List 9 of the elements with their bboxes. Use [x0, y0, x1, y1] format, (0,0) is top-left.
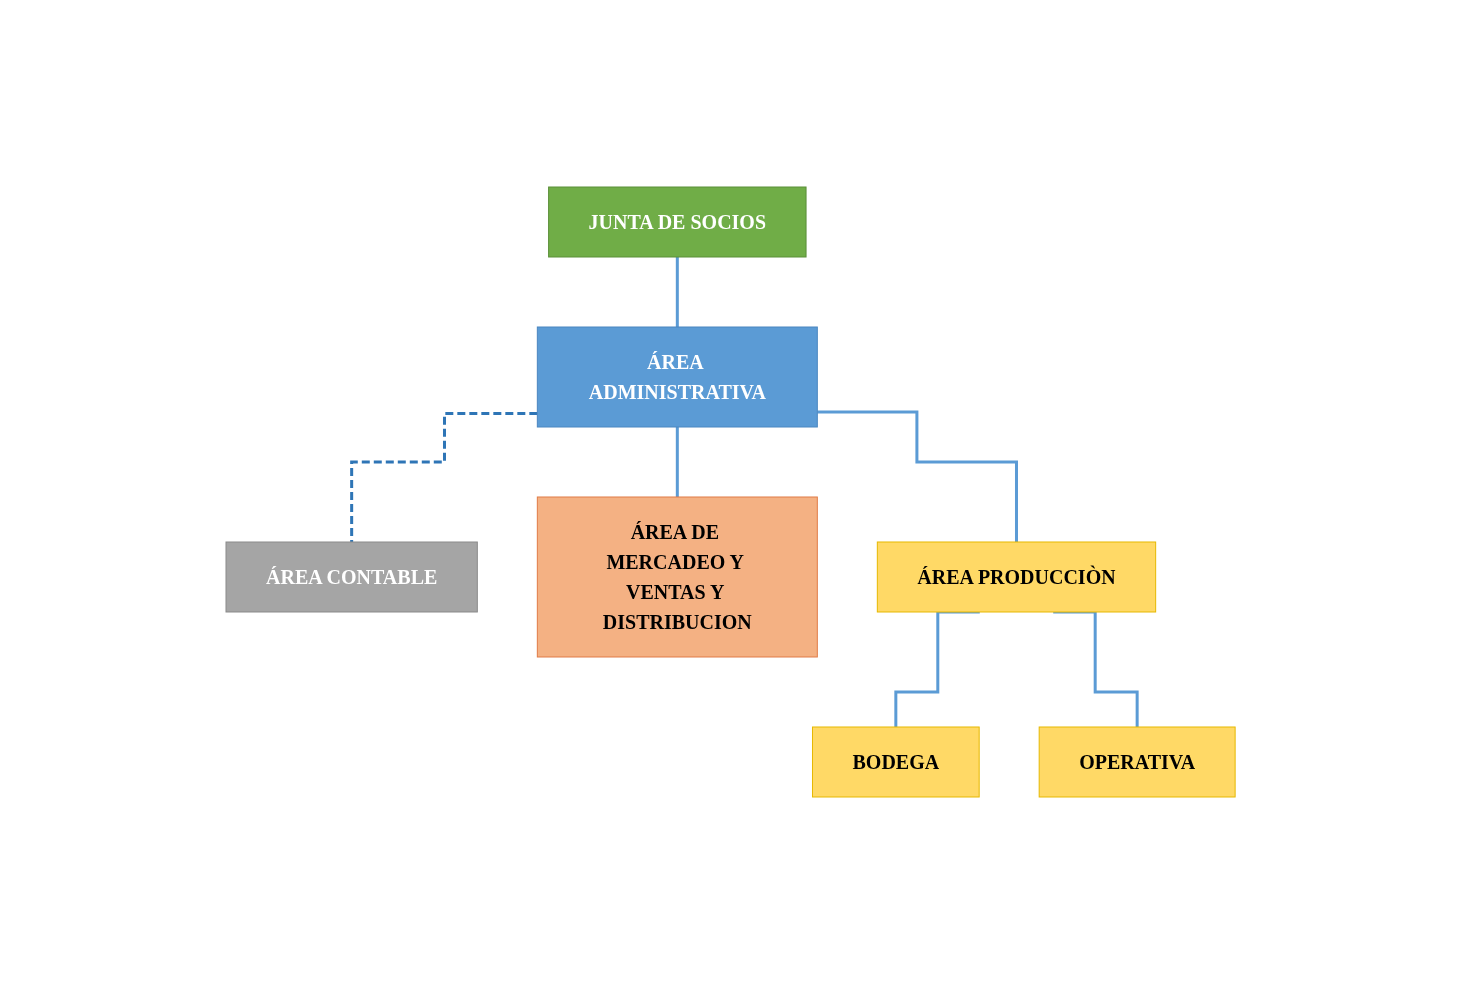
- node-box: OPERATIVA: [1038, 726, 1236, 798]
- connector: [817, 410, 1018, 544]
- connector: [350, 412, 538, 544]
- node-box: JUNTA DE SOCIOS: [548, 186, 807, 258]
- node-box: BODEGA: [811, 726, 980, 798]
- node-box: ÁREA PRODUCCIÒN: [876, 541, 1157, 613]
- node-box: ÁREA ADMINISTRATIVA: [536, 326, 818, 428]
- node-box: ÁREA DE MERCADEO Y VENTAS Y DISTRIBUCION: [536, 496, 818, 658]
- node-box: ÁREA CONTABLE: [225, 541, 478, 613]
